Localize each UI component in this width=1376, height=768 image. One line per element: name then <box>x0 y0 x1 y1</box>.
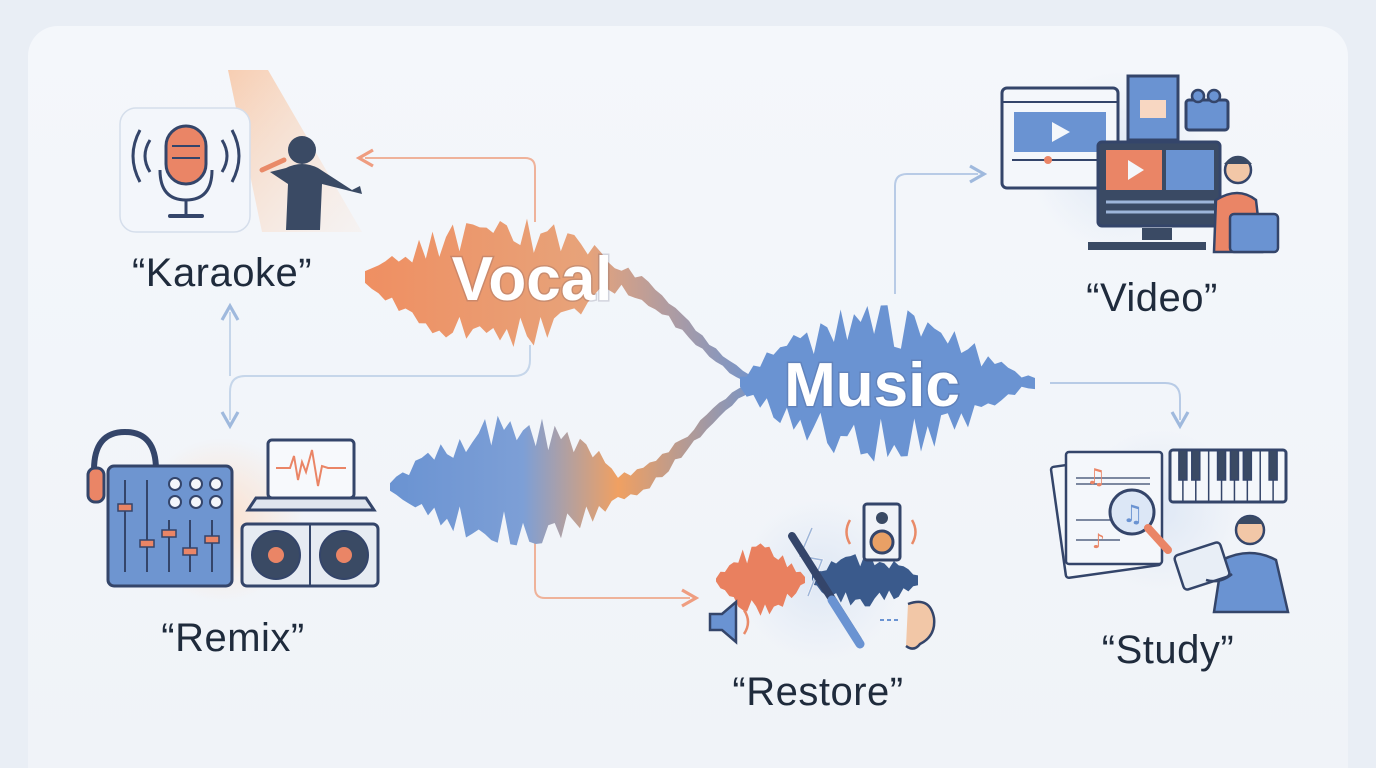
caption-remix: “Remix” <box>161 616 304 660</box>
caption-video: “Video” <box>1086 276 1218 320</box>
music-study-icon: ♫ ♪ ♫ <box>1049 448 1290 614</box>
microphone-icon <box>119 70 362 233</box>
arrow-to-study <box>1050 382 1190 430</box>
vocal-waveform <box>365 218 770 386</box>
connector-lines <box>220 148 1190 608</box>
music-note-icon: ♪ <box>1092 529 1105 553</box>
video-editing-icon <box>1000 74 1280 254</box>
arrow-to-video <box>894 164 988 294</box>
music-waveform <box>740 305 1035 462</box>
vocal-label: Vocal <box>452 245 613 314</box>
music-note-icon: ♫ <box>1122 500 1144 528</box>
waveforms <box>365 218 1035 546</box>
music-note-icon: ♫ <box>1086 465 1106 490</box>
audio-repair-icon <box>708 502 936 650</box>
music-input-waveform <box>390 379 770 546</box>
caption-study: “Study” <box>1102 628 1234 672</box>
dj-mixer-icon <box>86 428 380 588</box>
caption-restore: “Restore” <box>732 670 903 714</box>
branch-line-left <box>220 345 531 430</box>
caption-karaoke: “Karaoke” <box>132 251 312 295</box>
arrow-to-karaoke <box>355 148 536 222</box>
music-label: Music <box>784 351 960 420</box>
arrow-to-restore <box>534 540 700 608</box>
